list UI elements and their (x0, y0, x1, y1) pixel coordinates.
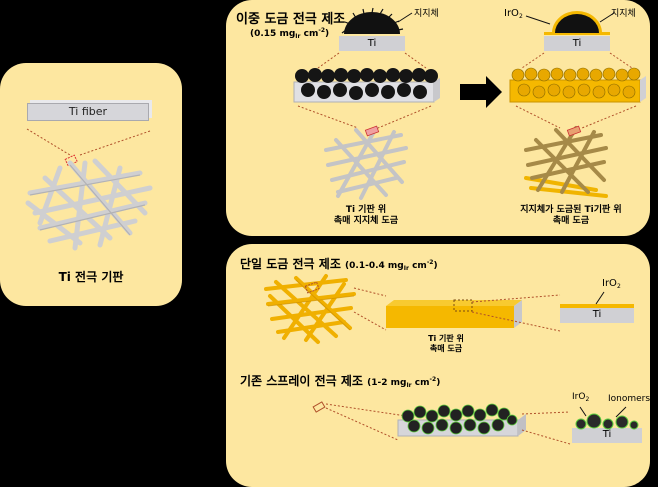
iro2-label-1: IrO2 (504, 8, 523, 20)
dual-plating-title: 이중 도금 전극 제조 (236, 12, 346, 27)
ti-label-1: Ti (367, 38, 377, 49)
single-plating-title: 단일 도금 전극 제조 (0.1-0.4 mgIr cm-2) (240, 257, 438, 272)
substrate-caption: Ti 전극 기판 (58, 270, 124, 284)
catalyst-plated-mesh (524, 125, 608, 198)
ionomer-label: Ionomers (608, 394, 651, 404)
ti-fiber-bar: Ti fiber (27, 103, 149, 121)
support-label-2: 지지체 (611, 9, 636, 19)
step1-caption: Ti 기판 위 촉매 지지체 도금 (333, 205, 399, 226)
support-plated-mesh (324, 125, 408, 200)
single-plating-caption: Ti 기판 위 촉매 도금 (428, 334, 464, 353)
support-label-1: 지지체 (414, 9, 439, 19)
catalyst-cross-section (521, 11, 633, 69)
ti-label-2: Ti (572, 38, 582, 49)
iro2-label-single: IrO2 (602, 278, 621, 290)
support-coated-block (293, 68, 440, 129)
substrate-panel: Ti fiber Ti 전극 기판 (0, 63, 182, 306)
spray-title: 기존 스프레이 전극 제조 (1-2 mgIr cm-2) (240, 374, 441, 389)
spray-electrode-diagram (312, 401, 642, 445)
support-cross-section (317, 7, 427, 69)
dual-plating-panel: 이중 도금 전극 제조 (0.15 mgIr cm-2) 지지체 Ti (226, 0, 650, 236)
process-arrow-icon (460, 76, 502, 108)
iro2-label-spray: IrO2 (572, 392, 590, 403)
step2-caption: 지지체가 도금된 Ti기판 위 촉매 도금 (520, 205, 622, 226)
gold-fiber-mesh (264, 274, 634, 344)
single-plating-panel: 단일 도금 전극 제조 (0.1-0.4 mgIr cm-2) IrO2 Ti (226, 244, 650, 487)
ti-fiber-label: Ti fiber (68, 105, 108, 118)
dual-plating-loading: (0.15 mgIr cm-2) (250, 27, 330, 40)
catalyst-coated-block (509, 67, 646, 129)
ti-label-spray: Ti (602, 429, 612, 440)
ti-label-single: Ti (592, 309, 602, 320)
ti-fiber-mesh (25, 158, 153, 251)
